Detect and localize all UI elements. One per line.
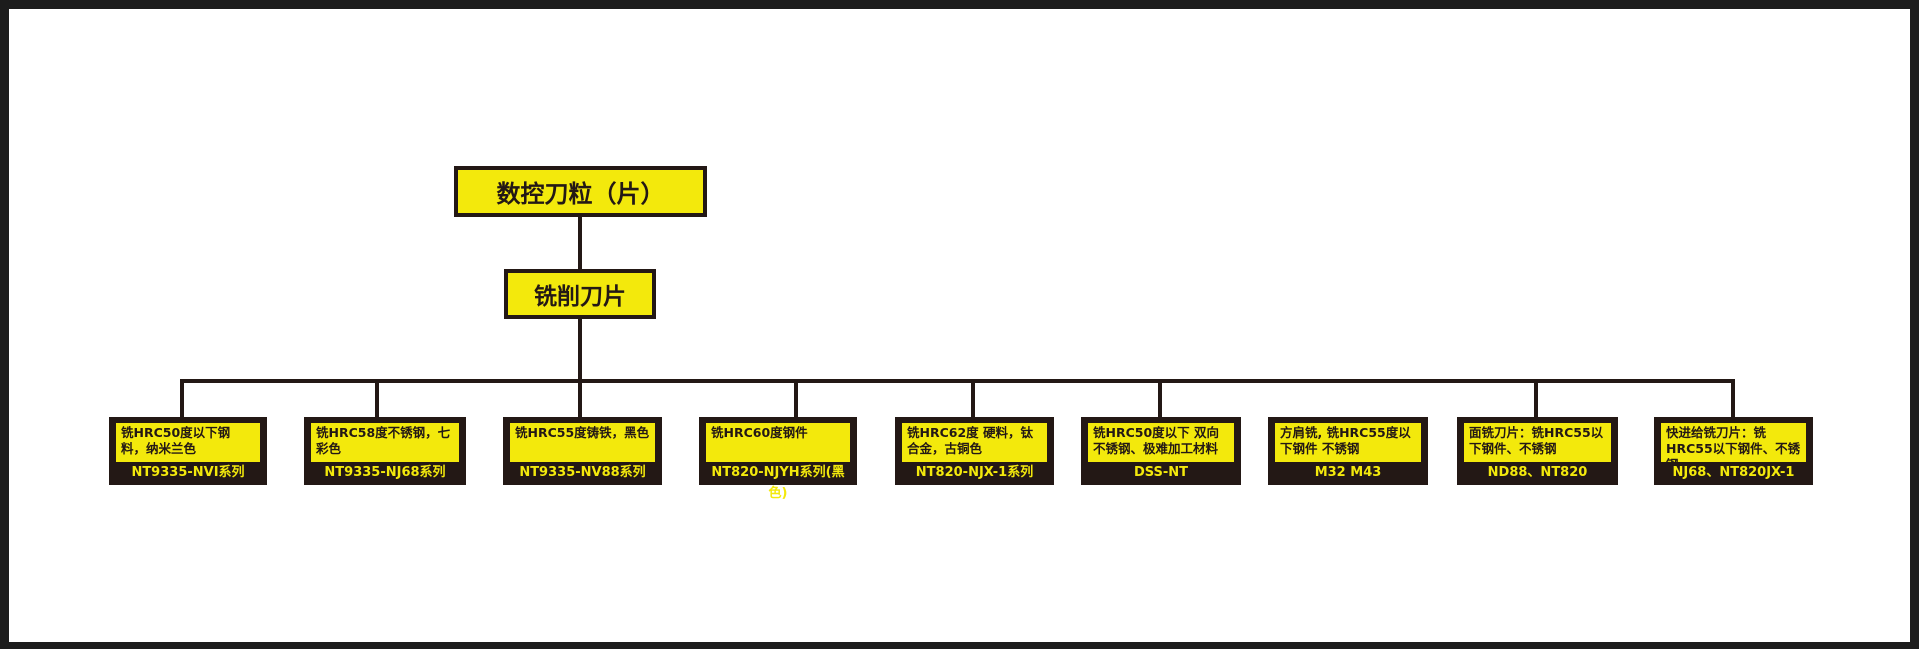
leaf-description: 快进给铣刀片：铣HRC55以下钢件、不锈钢: [1661, 423, 1806, 462]
leaf-node: 铣HRC62度 硬料，钛合金，古铜色 NT820-NJX-1系列: [895, 417, 1054, 485]
connector-drop: [1534, 379, 1538, 418]
connector-drop: [375, 379, 379, 418]
leaf-series-code: NT9335-NVI系列: [131, 465, 245, 480]
leaf-series-code: M32 M43: [1314, 465, 1382, 480]
diagram-canvas: [9, 9, 1910, 642]
leaf-series-code: ND88、NT820: [1487, 465, 1588, 480]
category-label: 铣削刀片: [534, 284, 626, 310]
connector-drop: [578, 379, 582, 418]
leaf-description: 铣HRC60度钢件: [706, 423, 850, 462]
connector-drop: [1158, 379, 1162, 418]
connector-category-bus: [578, 317, 582, 381]
leaf-series-code: NT9335-NV88系列: [519, 465, 646, 480]
connector-drop: [794, 379, 798, 418]
leaf-node: 铣HRC50度以下 双向不锈钢、极难加工材料 DSS-NT: [1081, 417, 1241, 485]
leaf-node: 方肩铣, 铣HRC55度以下钢件 不锈钢 M32 M43: [1268, 417, 1428, 485]
leaf-series-code: NJ68、NT820JX-1: [1672, 465, 1795, 480]
leaf-description: 铣HRC62度 硬料，钛合金，古铜色: [902, 423, 1047, 462]
leaf-description: 铣HRC50度以下钢料，纳米兰色: [116, 423, 260, 462]
leaf-description: 铣HRC55度铸铁，黑色: [510, 423, 655, 462]
leaf-description: 面铣刀片：铣HRC55以下钢件、不锈钢: [1464, 423, 1611, 462]
root-label: 数控刀粒（片）: [496, 180, 665, 208]
connector-drop: [971, 379, 975, 418]
connector-drop: [1731, 379, 1735, 418]
leaf-description: 铣HRC50度以下 双向不锈钢、极难加工材料: [1088, 423, 1234, 462]
leaf-node: 铣HRC58度不锈钢，七彩色 NT9335-NJ68系列: [304, 417, 466, 485]
leaf-node: 铣HRC55度铸铁，黑色 NT9335-NV88系列: [503, 417, 662, 485]
connector-bus: [180, 379, 1735, 383]
leaf-node: 铣HRC50度以下钢料，纳米兰色 NT9335-NVI系列: [109, 417, 267, 485]
leaf-series-code: NT9335-NJ68系列: [324, 465, 446, 480]
leaf-description: 铣HRC58度不锈钢，七彩色: [311, 423, 459, 462]
leaf-series-code: NT820-NJYH系列(黑色): [711, 465, 845, 501]
connector-root-category: [578, 215, 582, 271]
root-node: 数控刀粒（片）: [454, 166, 707, 217]
leaf-node: 面铣刀片：铣HRC55以下钢件、不锈钢 ND88、NT820: [1457, 417, 1618, 485]
leaf-series-code: NT820-NJX-1系列: [915, 465, 1034, 480]
category-node: 铣削刀片: [504, 269, 656, 319]
leaf-series-code: DSS-NT: [1133, 465, 1189, 480]
connector-drop: [180, 379, 184, 418]
leaf-node: 快进给铣刀片：铣HRC55以下钢件、不锈钢 NJ68、NT820JX-1: [1654, 417, 1813, 485]
leaf-description: 方肩铣, 铣HRC55度以下钢件 不锈钢: [1275, 423, 1421, 462]
